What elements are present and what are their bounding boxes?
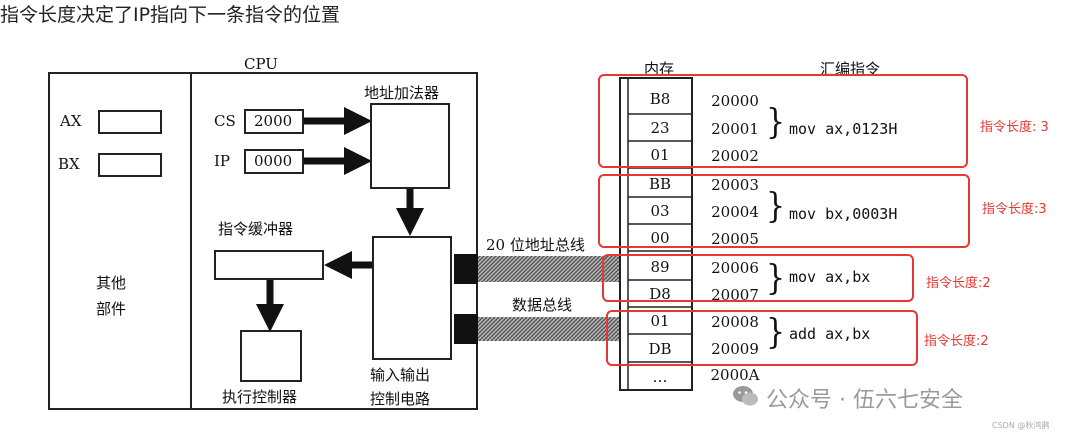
- memory-cell: 03: [650, 202, 670, 220]
- memory-address: 20003: [711, 176, 759, 194]
- memory-address: 20000: [711, 92, 759, 110]
- memory-header: 内存: [644, 60, 675, 78]
- ax-register: [98, 110, 162, 134]
- instr-3-highlight: [602, 254, 914, 302]
- memory-address: 20002: [711, 147, 759, 165]
- address-bus-pad: [454, 254, 478, 284]
- data-bus-pad: [454, 314, 478, 344]
- memory-address: 20008: [711, 313, 759, 331]
- instr-buffer-label: 指令缓冲器: [218, 220, 294, 238]
- length-note-3: 指令长度:2: [926, 276, 991, 291]
- io-control-circuit: [372, 236, 452, 360]
- data-bus-label: 数据总线: [512, 296, 573, 314]
- asm-instruction-1: mov ax,0123H: [789, 120, 898, 138]
- cpu-title: CPU: [244, 55, 278, 73]
- memory-address: 20009: [711, 340, 759, 358]
- length-note-1: 指令长度: 3: [980, 120, 1049, 135]
- wechat-icon: [732, 384, 760, 408]
- memory-cell: 00: [650, 229, 670, 247]
- memory-address: 20004: [711, 203, 759, 221]
- memory-address: 20007: [711, 286, 759, 304]
- io-label-2: 控制电路: [370, 390, 431, 408]
- address-adder: [370, 103, 450, 189]
- cs-label: CS: [214, 112, 236, 130]
- bx-register: [98, 153, 162, 177]
- memory-cell: D8: [649, 285, 671, 303]
- watermark-text: 公众号 · 伍六七安全: [766, 388, 963, 413]
- memory-cell: DB: [648, 340, 672, 358]
- memory-column: [619, 77, 693, 391]
- data-bus: [478, 317, 628, 341]
- asm-instruction-4: add ax,bx: [789, 325, 871, 343]
- cs-value: 2000: [254, 112, 293, 130]
- length-note-2: 指令长度:3: [982, 202, 1047, 217]
- page-title: 指令长度决定了IP指向下一条指令的位置: [0, 4, 341, 26]
- memory-address: 2000A: [710, 366, 760, 384]
- memory-cell-dividers: [628, 113, 692, 363]
- ax-label: AX: [60, 112, 82, 130]
- brace-instr-4: }: [766, 312, 786, 353]
- io-label-1: 输入输出: [370, 366, 431, 384]
- brace-instr-3: }: [766, 258, 786, 299]
- asm-instruction-2: mov bx,0003H: [789, 205, 898, 223]
- ip-value: 0000: [254, 152, 293, 170]
- address-bus-label: 20 位地址总线: [486, 236, 585, 254]
- instr-2-highlight: [598, 174, 970, 248]
- memory-cell: 01: [650, 312, 670, 330]
- cs-register: [244, 109, 304, 134]
- adder-label: 地址加法器: [364, 84, 440, 102]
- instruction-buffer: [214, 250, 324, 280]
- memory-cell: B8: [649, 90, 671, 108]
- length-note-4: 指令长度:2: [924, 334, 989, 349]
- cpu-divider: [190, 72, 192, 410]
- memory-cell: …: [652, 368, 668, 386]
- ip-register: [244, 149, 304, 174]
- other-parts-label-1: 其他: [96, 274, 127, 292]
- memory-cell: BB: [648, 175, 672, 193]
- memory-address: 20001: [711, 120, 759, 138]
- instr-1-highlight: [598, 74, 968, 168]
- asm-instruction-3: mov ax,bx: [789, 268, 871, 286]
- memory-cell: 23: [650, 119, 670, 137]
- ip-label: IP: [214, 152, 231, 170]
- watermark-credit: CSDN @秋鸿鹊: [992, 421, 1050, 430]
- memory-address: 20005: [711, 230, 759, 248]
- memory-address: 20006: [711, 259, 759, 277]
- memory-cell: 01: [650, 146, 670, 164]
- memory-cell: 89: [650, 258, 670, 276]
- brace-instr-2: }: [766, 186, 786, 227]
- instr-4-highlight: [606, 310, 918, 366]
- asm-header: 汇编指令: [820, 60, 881, 78]
- bx-label: BX: [58, 155, 80, 173]
- brace-instr-1: }: [766, 102, 786, 143]
- other-parts-label-2: 部件: [96, 300, 127, 318]
- exec-ctrl-label: 执行控制器: [222, 388, 298, 406]
